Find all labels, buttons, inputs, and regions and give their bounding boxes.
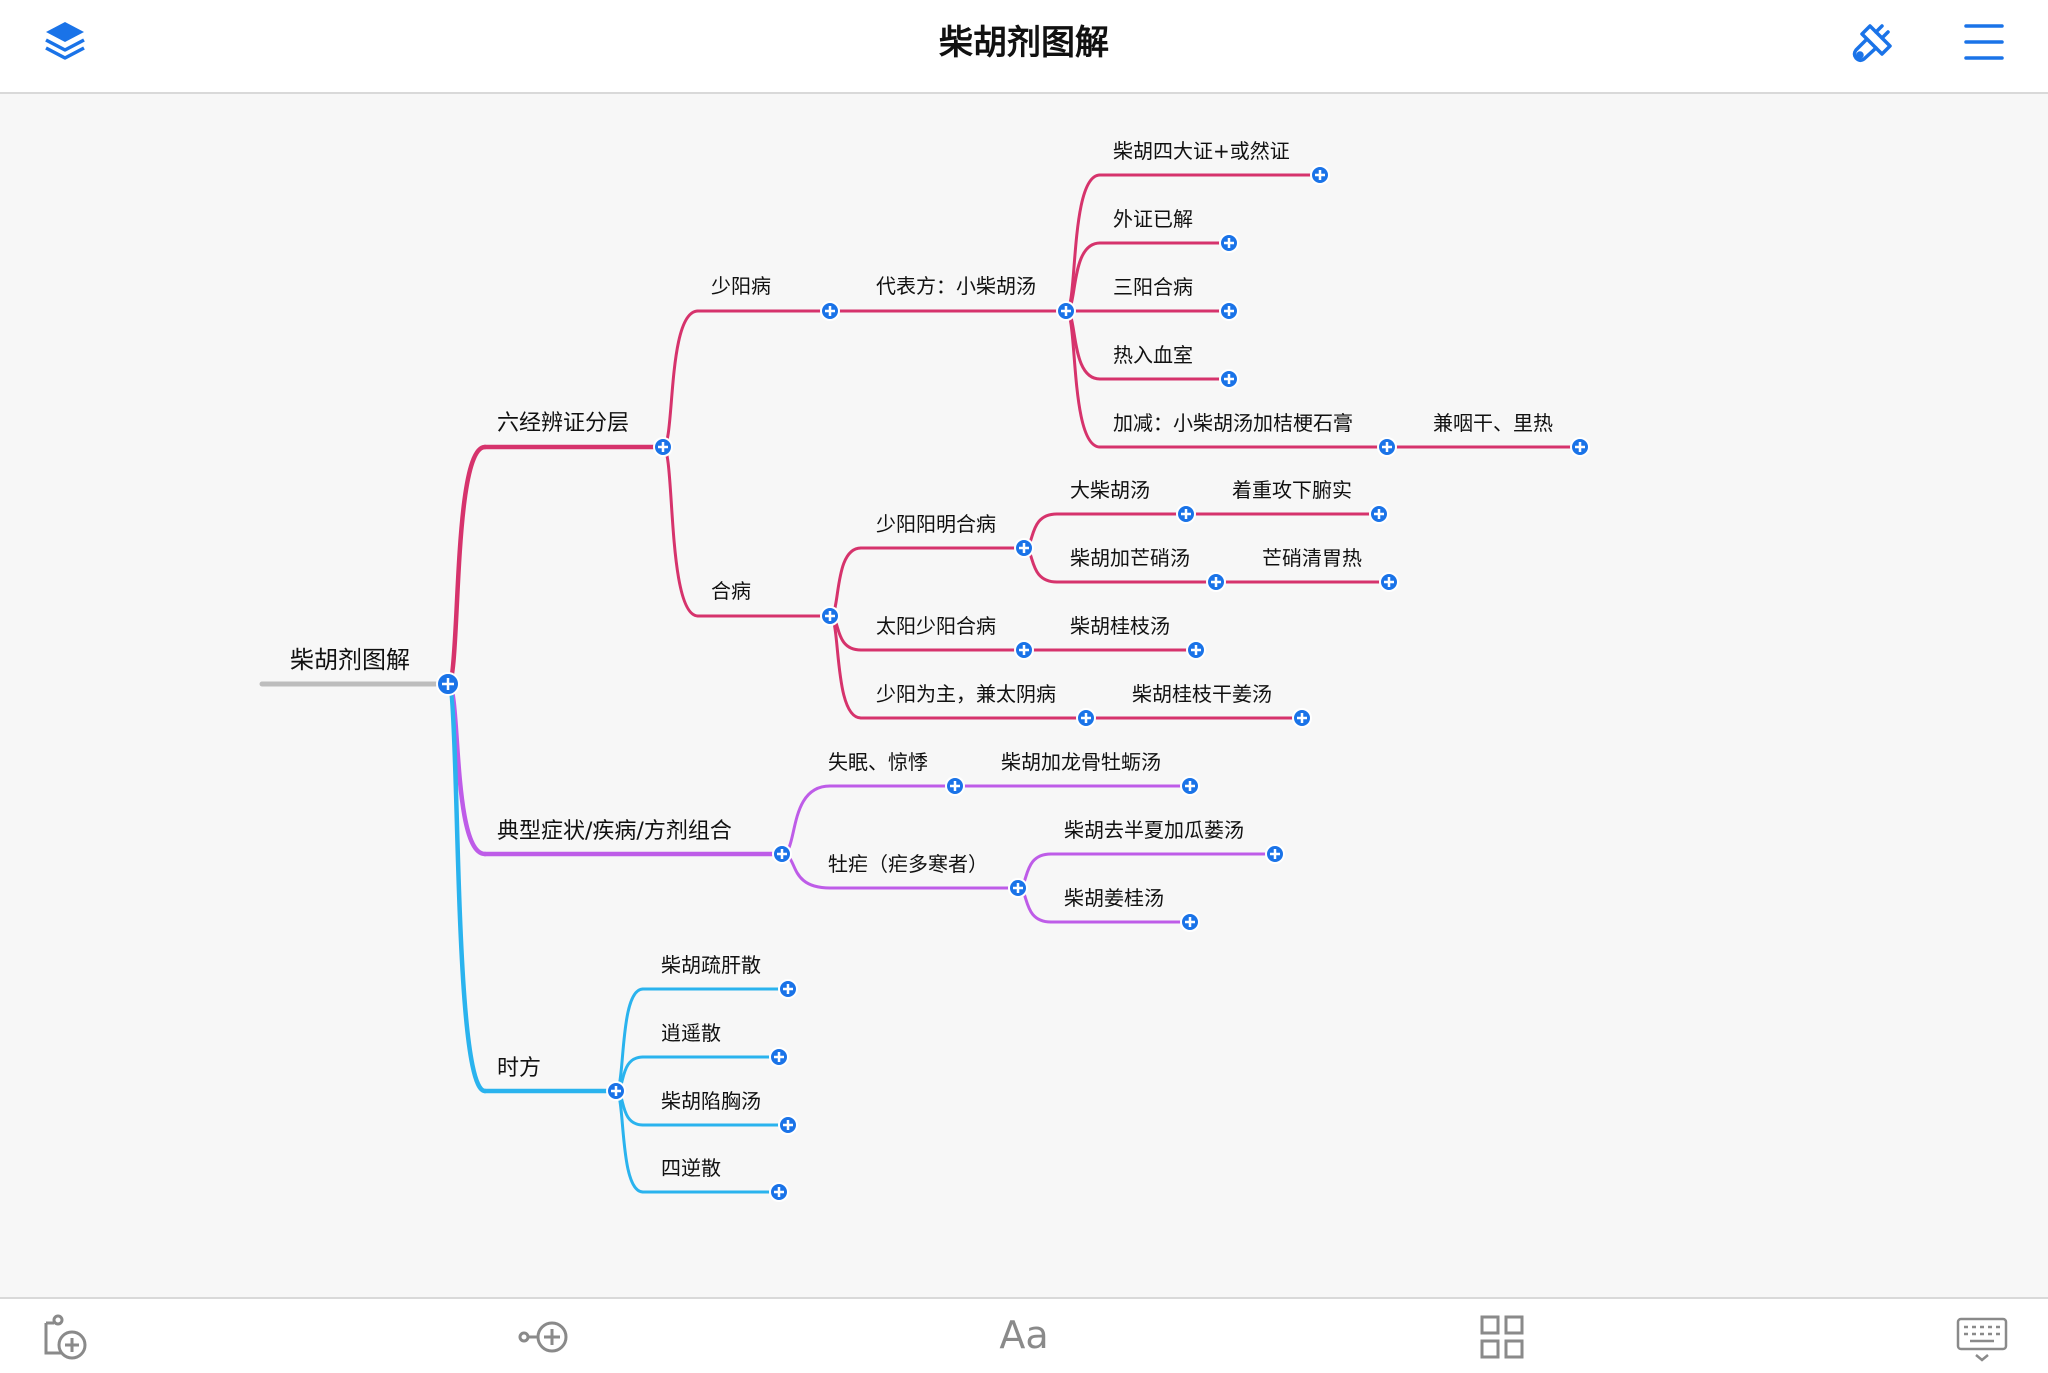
layout-grid-icon[interactable]	[1474, 1309, 1530, 1365]
topic-label[interactable]: 着重攻下腑实	[1232, 478, 1352, 502]
topic-label[interactable]: 四逆散	[661, 1156, 721, 1180]
topic-label[interactable]: 柴胡姜桂汤	[1064, 886, 1164, 910]
topic-label[interactable]: 六经辨证分层	[497, 411, 629, 436]
topic-label[interactable]: 代表方：小柴胡汤	[876, 274, 1036, 298]
topic-label[interactable]: 热入血室	[1113, 343, 1193, 367]
topic-label[interactable]: 失眠、惊悸	[828, 750, 928, 774]
connector-line	[828, 546, 863, 618]
topic-label[interactable]: 时方	[497, 1056, 541, 1081]
topic-label[interactable]: 大柴胡汤	[1070, 478, 1150, 502]
connector-line	[661, 309, 700, 449]
add-node-button[interactable]	[1570, 437, 1590, 457]
layers-icon[interactable]	[40, 16, 90, 66]
add-node-button[interactable]	[1014, 640, 1034, 660]
connector-line	[1064, 241, 1102, 313]
add-node-button[interactable]	[1014, 538, 1034, 558]
topic-label[interactable]: 少阳病	[711, 274, 771, 298]
topic-label[interactable]: 芒硝清胃热	[1262, 546, 1362, 570]
topic-label[interactable]: 合病	[711, 579, 751, 603]
connector-line	[445, 444, 488, 687]
topic-label[interactable]: 兼咽干、里热	[1433, 411, 1553, 435]
topic-label[interactable]: 少阳为主，兼太阴病	[876, 682, 1056, 706]
add-node-button[interactable]	[1180, 912, 1200, 932]
topic-label[interactable]: 典型症状/疾病/方剂组合	[497, 819, 732, 844]
add-node-button[interactable]	[653, 437, 673, 457]
add-node-button[interactable]	[1369, 504, 1389, 524]
topic-label[interactable]: 柴胡桂枝干姜汤	[1132, 682, 1272, 706]
connector-line	[828, 614, 863, 720]
root-topic-label[interactable]: 柴胡剂图解	[290, 646, 410, 674]
add-node-button[interactable]	[1377, 437, 1397, 457]
connector-line	[445, 681, 488, 1094]
add-topic-icon[interactable]	[38, 1309, 94, 1365]
topic-label[interactable]: 柴胡桂枝汤	[1070, 614, 1170, 638]
add-node-button[interactable]	[769, 1182, 789, 1202]
add-node-button[interactable]	[1076, 708, 1096, 728]
add-node-button[interactable]	[1180, 776, 1200, 796]
add-node-button[interactable]	[1186, 640, 1206, 660]
add-node-button[interactable]	[1219, 233, 1239, 253]
add-node-button[interactable]	[1292, 708, 1312, 728]
add-node-button[interactable]	[1219, 301, 1239, 321]
add-node-button[interactable]	[1310, 165, 1330, 185]
add-subtopic-icon[interactable]	[516, 1309, 572, 1365]
connector-line	[661, 445, 700, 618]
topic-label[interactable]: 牡疟（疟多寒者）	[828, 852, 988, 876]
add-node-button[interactable]	[820, 606, 840, 626]
add-node-button[interactable]	[772, 844, 792, 864]
topic-label[interactable]: 柴胡疏肝散	[661, 953, 761, 977]
add-node-button[interactable]	[1206, 572, 1226, 592]
paint-brush-icon[interactable]	[1848, 18, 1898, 68]
topic-label[interactable]: 柴胡四大证+或然证	[1113, 139, 1290, 163]
add-node-button[interactable]	[820, 301, 840, 321]
topic-label[interactable]: 三阳合病	[1113, 275, 1193, 299]
add-node-button[interactable]	[1379, 572, 1399, 592]
connector-line	[614, 987, 645, 1093]
add-node-button[interactable]	[1265, 844, 1285, 864]
add-node-button[interactable]	[769, 1047, 789, 1067]
page-title: 柴胡剂图解	[939, 23, 1109, 63]
add-node-button[interactable]	[778, 979, 798, 999]
topic-label[interactable]: 柴胡去半夏加瓜蒌汤	[1064, 818, 1244, 842]
mind-map-canvas[interactable]: 柴胡剂图解六经辨证分层典型症状/疾病/方剂组合时方少阳病合病代表方：小柴胡汤柴胡…	[0, 94, 2048, 1297]
bottom-toolbar: Aa	[0, 1297, 2048, 1373]
keyboard-icon[interactable]	[1954, 1309, 2010, 1365]
add-node-button[interactable]	[606, 1081, 626, 1101]
topic-label[interactable]: 太阳少阳合病	[876, 614, 996, 638]
topic-label[interactable]: 柴胡陷胸汤	[661, 1089, 761, 1113]
topic-label[interactable]: 加减：小柴胡汤加桔梗石膏	[1113, 411, 1353, 435]
topic-label[interactable]: 外证已解	[1113, 207, 1193, 231]
add-node-button[interactable]	[778, 1115, 798, 1135]
connector-line	[614, 1089, 645, 1194]
add-node-button[interactable]	[1056, 301, 1076, 321]
font-style-icon[interactable]: Aa	[999, 1313, 1049, 1357]
topic-label[interactable]: 柴胡加龙骨牡蛎汤	[1001, 750, 1161, 774]
topic-label[interactable]: 柴胡加芒硝汤	[1070, 546, 1190, 570]
topic-label[interactable]: 逍遥散	[661, 1021, 721, 1045]
top-bar: 柴胡剂图解	[0, 0, 2048, 94]
add-node-button[interactable]	[436, 672, 460, 696]
menu-icon[interactable]	[1962, 20, 2006, 64]
topic-label[interactable]: 少阳阳明合病	[876, 512, 996, 536]
add-node-button[interactable]	[1219, 369, 1239, 389]
add-node-button[interactable]	[1176, 504, 1196, 524]
add-node-button[interactable]	[945, 776, 965, 796]
add-node-button[interactable]	[1008, 878, 1028, 898]
connector-line	[780, 784, 832, 856]
